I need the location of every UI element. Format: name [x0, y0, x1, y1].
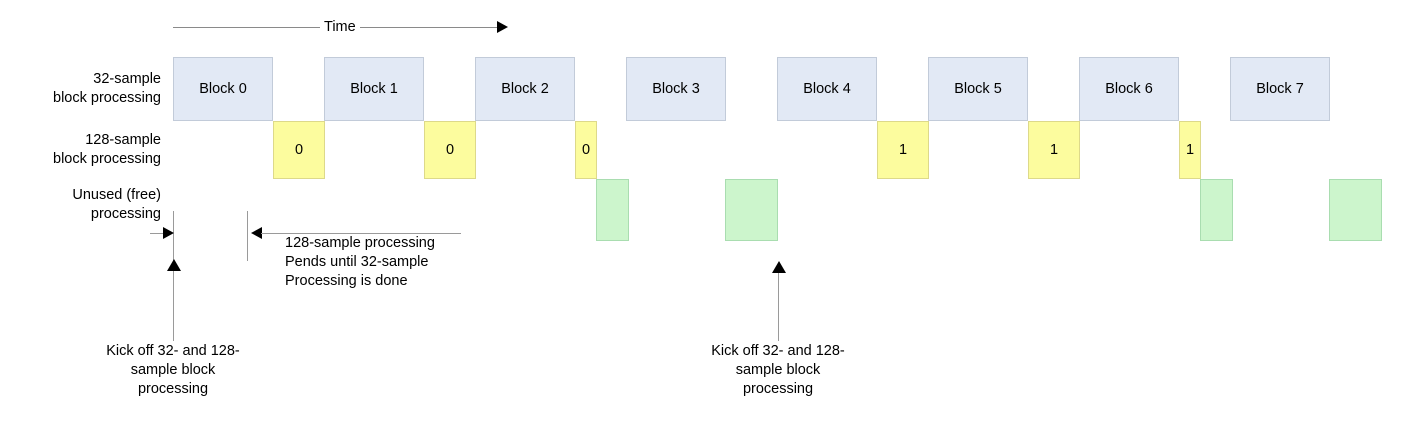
- block32-5: Block 5: [928, 57, 1028, 121]
- block32-1: Block 1: [324, 57, 424, 121]
- block128-3: 1: [877, 121, 929, 179]
- block32-7: Block 7: [1230, 57, 1330, 121]
- block32-3: Block 3: [626, 57, 726, 121]
- block32-6: Block 6: [1079, 57, 1179, 121]
- row-label-32-sample: 32-sample block processing: [53, 71, 161, 106]
- free-block-1: [725, 179, 778, 241]
- block128-label: 0: [294, 141, 304, 158]
- kickoff-guide-line-1: [173, 211, 174, 341]
- kickoff-note-1: Kick off 32- and 128- sample block proce…: [106, 343, 240, 397]
- pend-leader-line: [261, 233, 461, 234]
- dimension-tick-left: [150, 233, 166, 234]
- block128-0: 0: [273, 121, 325, 179]
- pend-guide-line: [247, 211, 248, 261]
- dimension-arrow-left-icon: [251, 227, 262, 239]
- block32-label: Block 0: [199, 80, 247, 97]
- block128-label: 1: [1185, 141, 1195, 158]
- block32-label: Block 4: [803, 80, 851, 97]
- block128-4: 1: [1028, 121, 1080, 179]
- block128-label: 0: [445, 141, 455, 158]
- block32-label: Block 2: [501, 80, 549, 97]
- block32-label: Block 1: [350, 80, 398, 97]
- block32-label: Block 3: [652, 80, 700, 97]
- kickoff-note-2: Kick off 32- and 128- sample block proce…: [711, 343, 845, 397]
- block32-label: Block 5: [954, 80, 1002, 97]
- dimension-arrow-right-icon: [163, 227, 174, 239]
- kickoff-arrow-up-icon-1: [167, 259, 181, 271]
- block32-label: Block 6: [1105, 80, 1153, 97]
- time-axis-arrow-icon: [497, 21, 508, 33]
- free-block-0: [596, 179, 629, 241]
- block32-label: Block 7: [1256, 80, 1304, 97]
- kickoff-guide-line-2: [778, 273, 779, 341]
- row-label-128-sample: 128-sample block processing: [53, 132, 161, 167]
- time-axis-label: Time: [320, 20, 360, 35]
- kickoff-arrow-up-icon-2: [772, 261, 786, 273]
- row-label-unused-free: Unused (free) processing: [72, 187, 161, 222]
- block128-label: 0: [581, 141, 591, 158]
- block128-2: 0: [575, 121, 597, 179]
- pending-note: 128-sample processing Pends until 32-sam…: [285, 235, 435, 289]
- block32-2: Block 2: [475, 57, 575, 121]
- block128-label: 1: [898, 141, 908, 158]
- free-block-2: [1200, 179, 1233, 241]
- free-block-3: [1329, 179, 1382, 241]
- block128-label: 1: [1049, 141, 1059, 158]
- block128-5: 1: [1179, 121, 1201, 179]
- block128-1: 0: [424, 121, 476, 179]
- block32-0: Block 0: [173, 57, 273, 121]
- block32-4: Block 4: [777, 57, 877, 121]
